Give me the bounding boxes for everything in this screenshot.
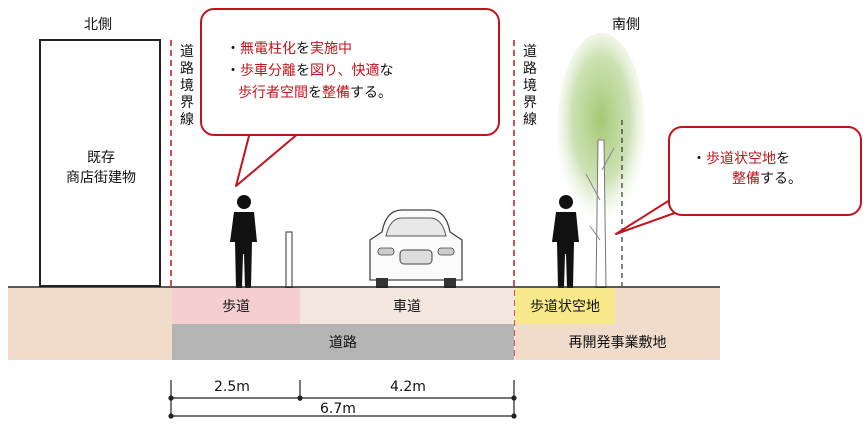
south-boundary-label: 道路境界線 (523, 44, 537, 128)
side-callout-line2: 整備する。 (732, 170, 802, 188)
callout-em: 歩道状空地 (706, 151, 776, 167)
callout-text: する。 (350, 85, 392, 101)
existing-building-label: 既存 商店街建物 (40, 148, 162, 188)
road-label: 道路 (329, 335, 357, 351)
callout-text: する。 (760, 171, 802, 187)
pedestrian-right-icon (552, 195, 579, 288)
sidewalk-like-space-band: 歩道状空地 (515, 288, 615, 324)
sidewalk-band: 歩道 (172, 288, 300, 324)
callout-text: を (296, 41, 310, 57)
callout-text: を (308, 85, 322, 101)
road-band: 道路 (172, 324, 514, 360)
main-callout-tail (235, 131, 301, 187)
tree-icon (557, 33, 645, 289)
bullet: ・ (226, 63, 240, 79)
carriageway-band: 車道 (300, 288, 514, 324)
dimension-carriageway: 4.2m (390, 379, 426, 395)
main-callout-line2: ・歩車分離を図り、快適な (226, 62, 393, 80)
callout-em: 整備 (322, 85, 350, 101)
sidewalk-like-space-label: 歩道状空地 (530, 299, 600, 315)
callout-text: を (296, 63, 310, 79)
bollard-icon (285, 231, 293, 289)
pedestrian-left-icon (230, 195, 257, 288)
existing-building-outline (39, 39, 161, 287)
callout-text: な (379, 63, 394, 79)
callout-em: 実施中 (310, 41, 352, 57)
dimension-total: 6.7m (320, 401, 356, 417)
callout-em: 歩行者空間 (238, 85, 308, 101)
north-boundary-label: 道路境界線 (180, 44, 194, 128)
callout-em: 歩車分離 (240, 63, 296, 79)
south-side-label: 南側 (612, 17, 640, 33)
side-callout: ・歩道状空地を 整備する。 (668, 126, 862, 216)
redevelopment-site-band: 再開発事業敷地 (515, 324, 720, 360)
ground-left (8, 288, 172, 360)
existing-building-line2: 商店街建物 (66, 170, 136, 186)
callout-em: 整備 (732, 171, 760, 187)
callout-text: を (776, 151, 790, 167)
main-callout: ・無電柱化を実施中 ・歩車分離を図り、快適な 歩行者空間を整備する。 (200, 8, 500, 136)
dimension-sidewalk: 2.5m (214, 379, 250, 395)
sidewalk-label: 歩道 (222, 299, 250, 315)
main-callout-line3: 歩行者空間を整備する。 (238, 84, 392, 102)
north-side-label: 北側 (84, 17, 112, 33)
callout-em: 図り、快適 (310, 63, 380, 79)
bullet: ・ (692, 151, 706, 167)
dimension-lines (168, 380, 517, 419)
bullet: ・ (226, 41, 240, 57)
ground-right-top (615, 288, 720, 324)
carriageway-label: 車道 (393, 299, 421, 315)
main-callout-line1: ・無電柱化を実施中 (226, 40, 352, 58)
callout-em: 無電柱化 (240, 41, 296, 57)
side-callout-line1: ・歩道状空地を (692, 150, 790, 168)
redevelopment-site-label: 再開発事業敷地 (568, 335, 667, 351)
car-icon (369, 209, 463, 288)
existing-building-line1: 既存 (87, 150, 115, 166)
